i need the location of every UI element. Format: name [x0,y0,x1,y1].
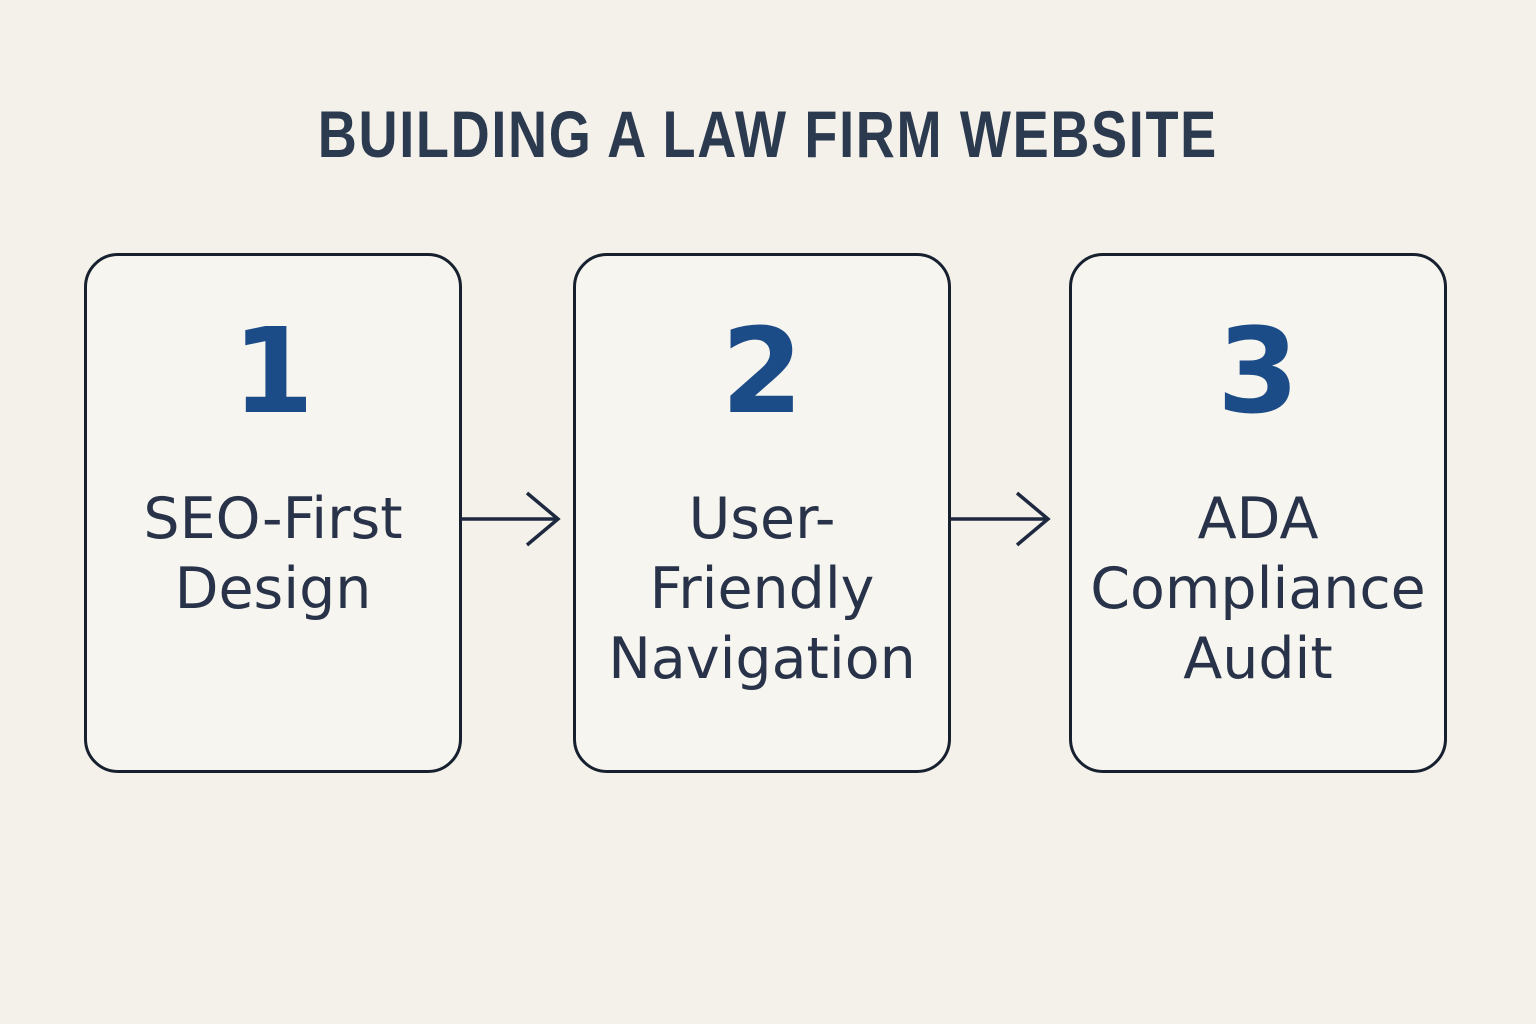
title-row: BUILDING A LAW FIRM WEBSITE [0,96,1536,172]
step-1-number: 1 [231,302,315,440]
step-card-1: 1 SEO-First Design [84,253,462,773]
step-card-3: 3 ADA Compliance Audit [1069,253,1447,773]
step-3-number: 3 [1216,302,1300,440]
arrow-right-icon [461,490,567,548]
page-title: BUILDING A LAW FIRM WEBSITE [317,97,1219,171]
step-2-number: 2 [720,302,804,440]
step-3-label: ADA Compliance Audit [1090,486,1426,692]
step-1-label: SEO-First Design [143,486,403,622]
step-card-2: 2 User- Friendly Navigation [573,253,951,773]
arrow-right-icon [951,490,1057,548]
step-2-label: User- Friendly Navigation [608,486,916,692]
